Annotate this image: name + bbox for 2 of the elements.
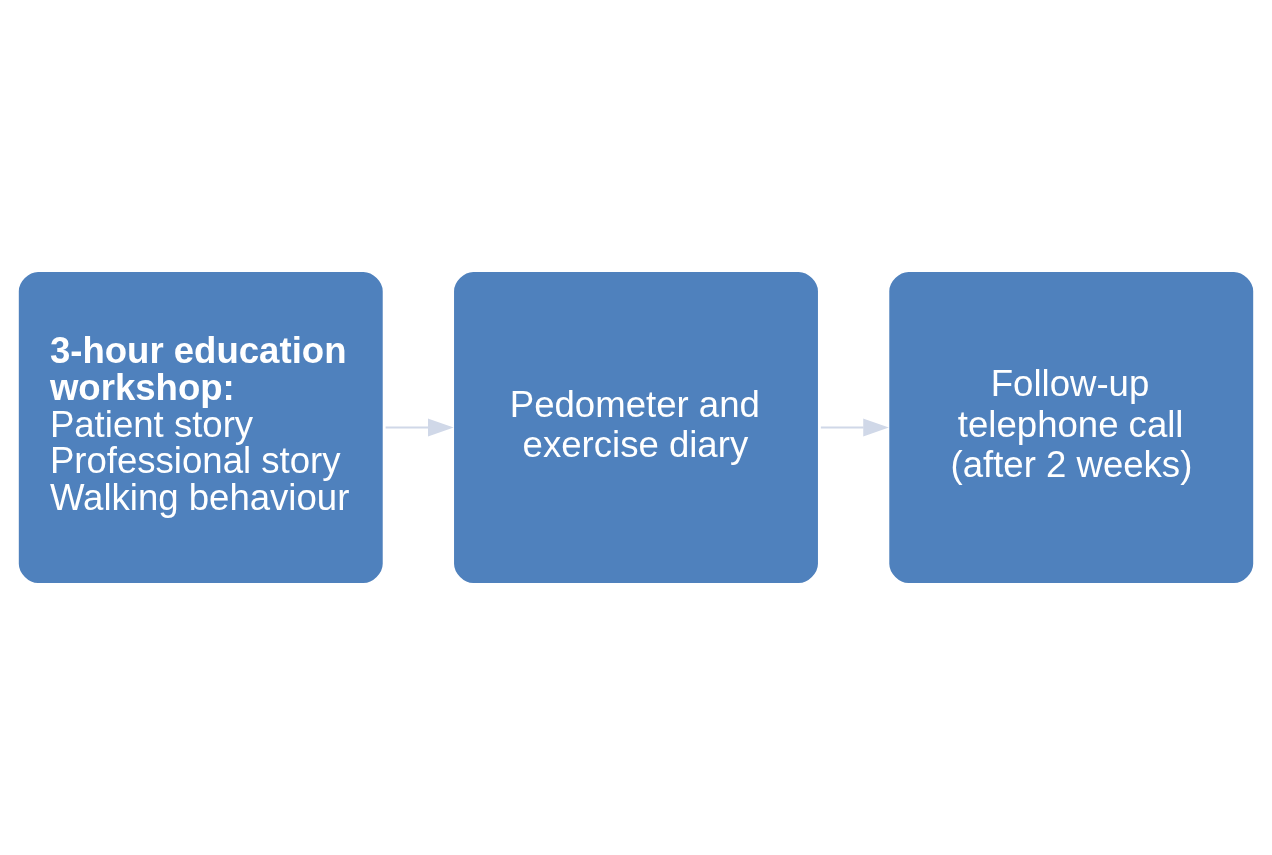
arrow <box>384 418 454 437</box>
arrow <box>819 418 889 437</box>
